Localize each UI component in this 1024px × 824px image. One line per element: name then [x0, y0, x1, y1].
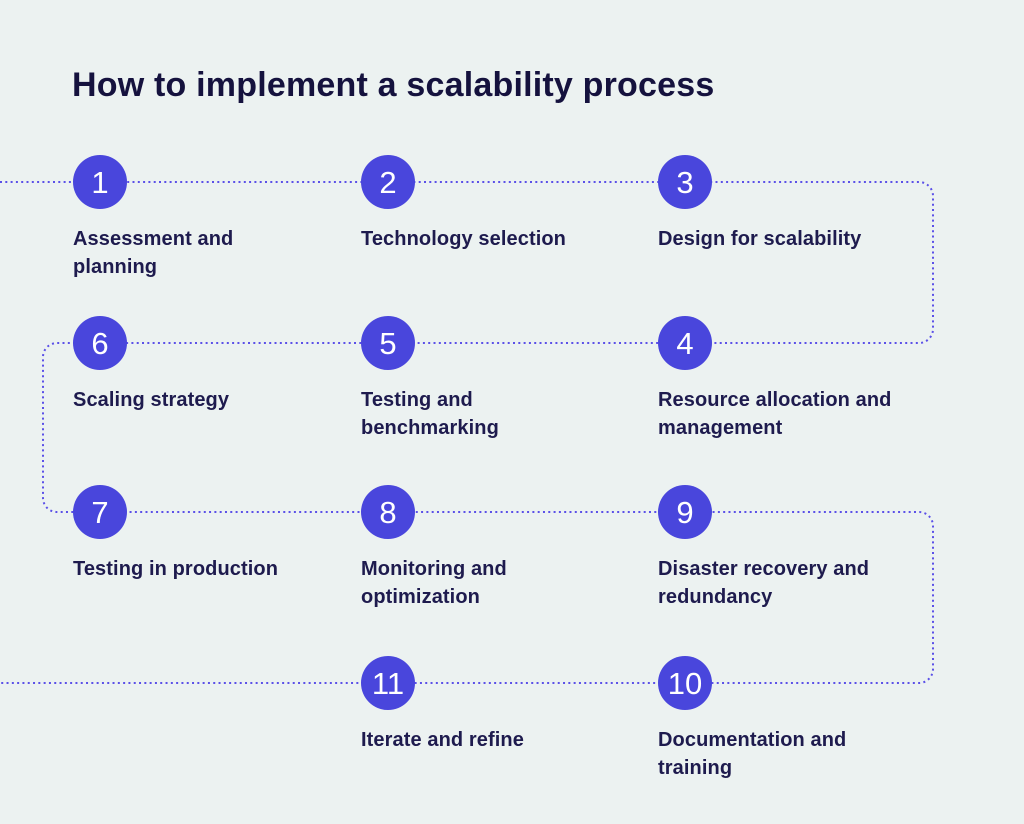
step-8-label: Monitoring and optimization [361, 558, 507, 608]
step-7-number: 7 [91, 494, 109, 530]
step-5-label: Testing and benchmarking [361, 389, 499, 439]
step-11-number-badge: 11 [361, 656, 415, 710]
step-3-number-badge: 3 [658, 155, 712, 209]
step-2: 2 Technology selection [361, 155, 611, 253]
step-7-label: Testing in production [73, 558, 279, 580]
step-3: 3 Design for scalability [658, 155, 908, 253]
step-2-number: 2 [379, 164, 397, 200]
step-9-number: 9 [676, 494, 694, 530]
step-6-number: 6 [91, 325, 109, 361]
step-5-number-badge: 5 [361, 316, 415, 370]
step-1-number-badge: 1 [73, 155, 127, 209]
step-10-number-badge: 10 [658, 656, 712, 710]
step-6-number-badge: 6 [73, 316, 127, 370]
step-8-number-badge: 8 [361, 485, 415, 539]
step-4: 4 Resource allocation and management [658, 316, 908, 442]
page-title: How to implement a scalability process [72, 66, 715, 104]
step-6-label: Scaling strategy [73, 389, 230, 411]
step-4-label: Resource allocation and management [658, 389, 892, 439]
step-2-label: Technology selection [361, 228, 566, 250]
step-6: 6 Scaling strategy [73, 316, 323, 414]
step-2-number-badge: 2 [361, 155, 415, 209]
step-1-number: 1 [91, 164, 109, 200]
step-11: 11 Iterate and refine [361, 656, 611, 754]
step-9-number-badge: 9 [658, 485, 712, 539]
step-8-number: 8 [379, 494, 397, 530]
step-8: 8 Monitoring and optimization [361, 485, 611, 611]
step-9-label: Disaster recovery and redundancy [658, 558, 870, 608]
step-7: 7 Testing in production [73, 485, 323, 583]
step-10-label: Documentation and training [658, 729, 847, 779]
step-7-number-badge: 7 [73, 485, 127, 539]
step-9: 9 Disaster recovery and redundancy [658, 485, 908, 611]
step-4-number-badge: 4 [658, 316, 712, 370]
step-11-label: Iterate and refine [361, 729, 524, 751]
step-3-label: Design for scalability [658, 228, 862, 250]
step-5-number: 5 [379, 325, 397, 361]
step-3-number: 3 [676, 164, 694, 200]
step-10-number: 10 [667, 665, 703, 701]
step-1-label: Assessment and planning [73, 228, 234, 278]
step-1: 1 Assessment and planning [73, 155, 323, 281]
step-5: 5 Testing and benchmarking [361, 316, 611, 442]
step-11-number: 11 [371, 665, 405, 701]
step-10: 10 Documentation and training [658, 656, 908, 782]
step-4-number: 4 [676, 325, 694, 361]
